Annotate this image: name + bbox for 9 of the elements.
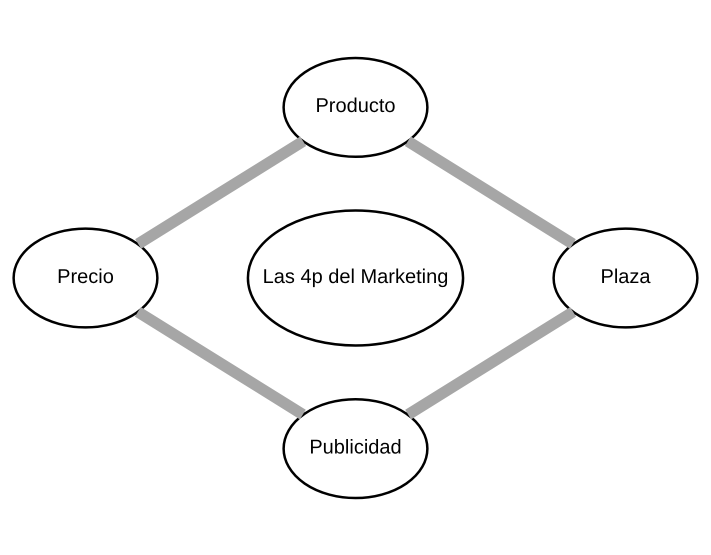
node-ellipse: Producto [282,56,429,158]
node-ellipse: Publicidad [282,398,429,499]
connector [404,136,576,248]
node-ellipse: Las 4p del Marketing [246,208,464,346]
node-ellipse: Plaza [552,226,699,328]
connector [134,306,306,419]
connector [405,306,576,419]
node-ellipse: Precio [12,226,159,328]
connector [135,136,306,248]
